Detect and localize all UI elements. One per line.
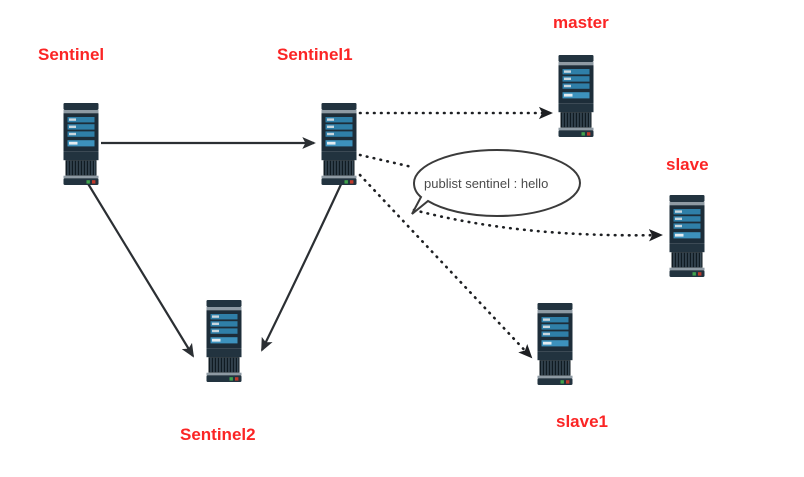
- node-slave[interactable]: slave: [666, 155, 709, 277]
- server-icon: [669, 195, 705, 277]
- link-sentinel1-to-slave: [358, 153, 661, 235]
- server-icon: [321, 103, 357, 185]
- callout-bubble-shape: [411, 148, 582, 218]
- node-label-sentinel: Sentinel: [38, 45, 104, 64]
- node-label-master: master: [553, 13, 609, 32]
- node-slave1[interactable]: slave1: [537, 303, 609, 431]
- server-icon: [537, 303, 573, 385]
- node-sentinel[interactable]: Sentinel: [38, 45, 104, 185]
- server-icon: [206, 300, 242, 382]
- node-label-slave: slave: [666, 155, 709, 174]
- link-sentinel1-to-slave1: [358, 173, 533, 359]
- callout-text: publist sentinel : hello: [424, 176, 548, 191]
- node-sentinel1[interactable]: Sentinel1: [277, 45, 357, 185]
- server-icon: [558, 55, 594, 137]
- node-master[interactable]: master: [553, 13, 609, 137]
- node-label-sentinel2: Sentinel2: [180, 425, 256, 444]
- node-label-slave1: slave1: [556, 412, 608, 431]
- publish-callout: publist sentinel : hello: [411, 148, 582, 218]
- link-sentinel1-to-sentinel2: [261, 179, 344, 352]
- link-sentinel-to-sentinel2: [86, 181, 194, 358]
- node-label-sentinel1: Sentinel1: [277, 45, 353, 64]
- server-icon: [63, 103, 99, 185]
- node-sentinel2[interactable]: Sentinel2: [180, 300, 256, 444]
